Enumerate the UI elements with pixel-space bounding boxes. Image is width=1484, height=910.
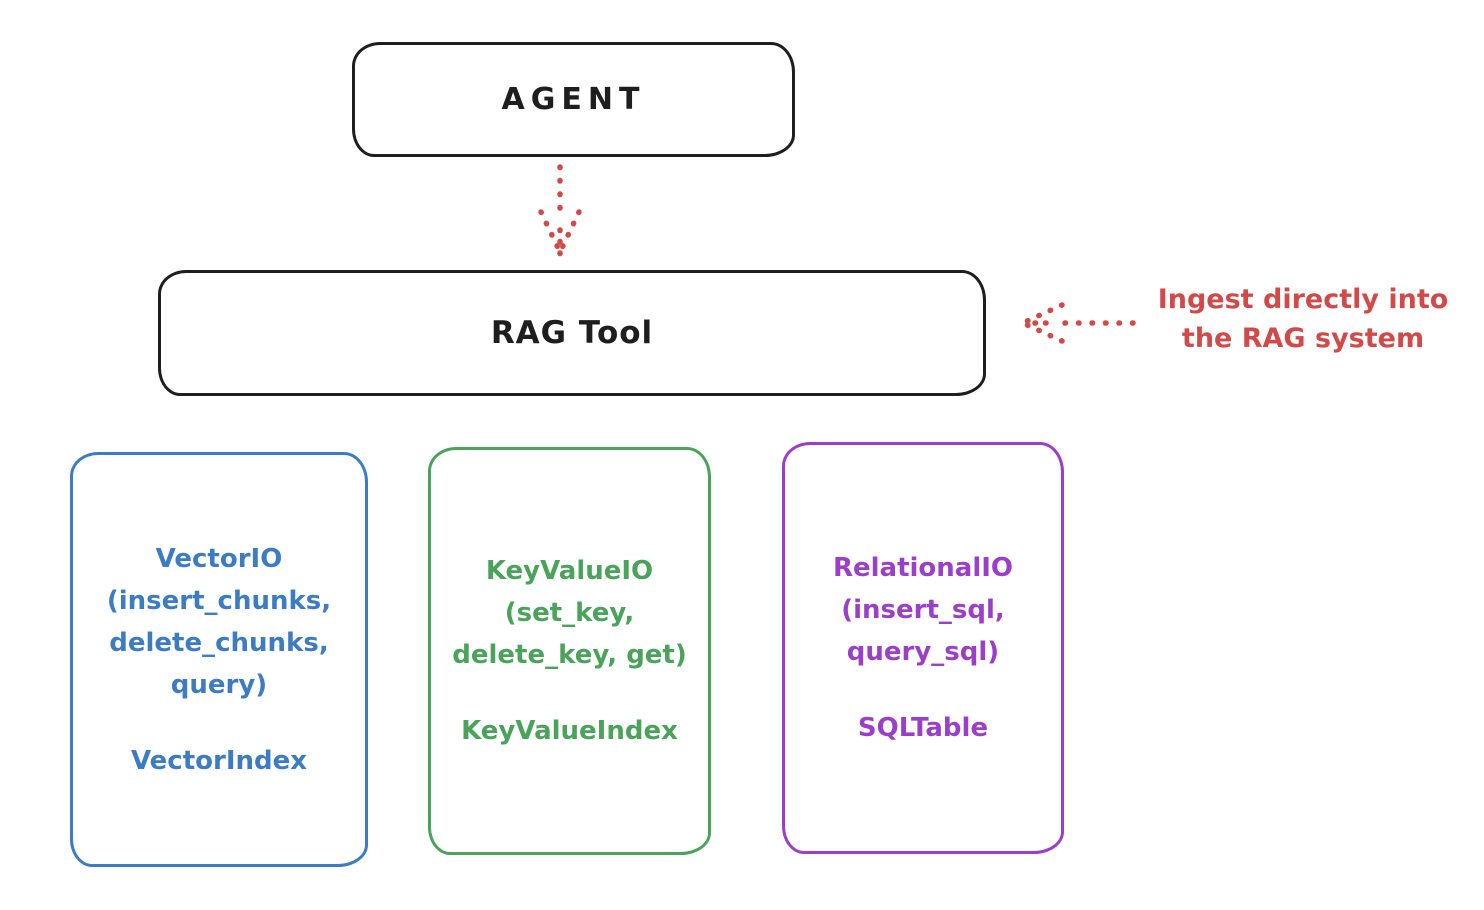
keyvalue-index-label: KeyValueIndex — [461, 716, 678, 746]
io-box-line: VectorIO — [155, 543, 283, 574]
relational-io-title-block: RelationalIO (insert_sql, query_sql) — [833, 547, 1013, 673]
annotation-line-2: the RAG system — [1181, 323, 1425, 354]
rag-tool-label: RAG Tool — [490, 315, 654, 351]
io-box-vector: VectorIO (insert_chunks, delete_chunks, … — [70, 452, 368, 867]
ingest-annotation-dotted-arrow-icon — [1022, 302, 1136, 344]
io-box-line: delete_key, get) — [452, 640, 687, 670]
io-box-line: KeyValueIO — [485, 556, 654, 586]
ingest-annotation-text: Ingest directly into the RAG system — [1128, 280, 1478, 358]
io-box-line: (insert_sql, — [841, 595, 1005, 625]
agent-label: AGENT — [501, 82, 646, 117]
sql-table-label: SQLTable — [857, 713, 989, 743]
agent-box: AGENT — [352, 42, 795, 157]
io-box-line: query) — [170, 669, 268, 700]
rag-tool-box: RAG Tool — [158, 270, 986, 396]
io-box-relational: RelationalIO (insert_sql, query_sql) SQL… — [782, 442, 1064, 854]
io-box-line: delete_chunks, — [109, 627, 329, 658]
io-box-line: (set_key, — [504, 598, 635, 628]
vector-io-title-block: VectorIO (insert_chunks, delete_chunks, … — [107, 538, 331, 706]
agent-to-rag-dotted-arrow-icon — [538, 164, 582, 260]
io-box-line: (insert_chunks, — [106, 585, 332, 616]
io-box-line: query_sql) — [846, 637, 1000, 667]
annotation-line-1: Ingest directly into — [1157, 284, 1449, 315]
keyvalue-io-title-block: KeyValueIO (set_key, delete_key, get) — [452, 550, 687, 676]
io-box-keyvalue: KeyValueIO (set_key, delete_key, get) Ke… — [428, 447, 711, 855]
io-box-line: RelationalIO — [832, 553, 1014, 583]
vector-index-label: VectorIndex — [130, 745, 308, 776]
